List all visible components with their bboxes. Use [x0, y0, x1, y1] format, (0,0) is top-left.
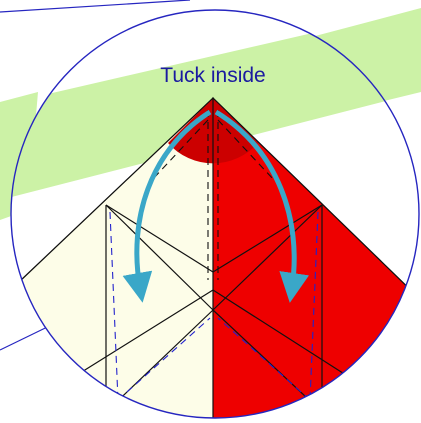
- tuck-arrow-right: [214, 109, 310, 303]
- magnifier-outline: [10, 9, 420, 419]
- hidden-lines: [109, 211, 319, 401]
- callout-line-top: [0, 0, 191, 13]
- instruction-label: Tuck inside: [160, 64, 265, 87]
- center-dashed-lines: [151, 110, 275, 280]
- tuck-arrow-left: [122, 109, 212, 303]
- green-band-right: [300, 8, 421, 104]
- crease-lines: [11, 97, 419, 418]
